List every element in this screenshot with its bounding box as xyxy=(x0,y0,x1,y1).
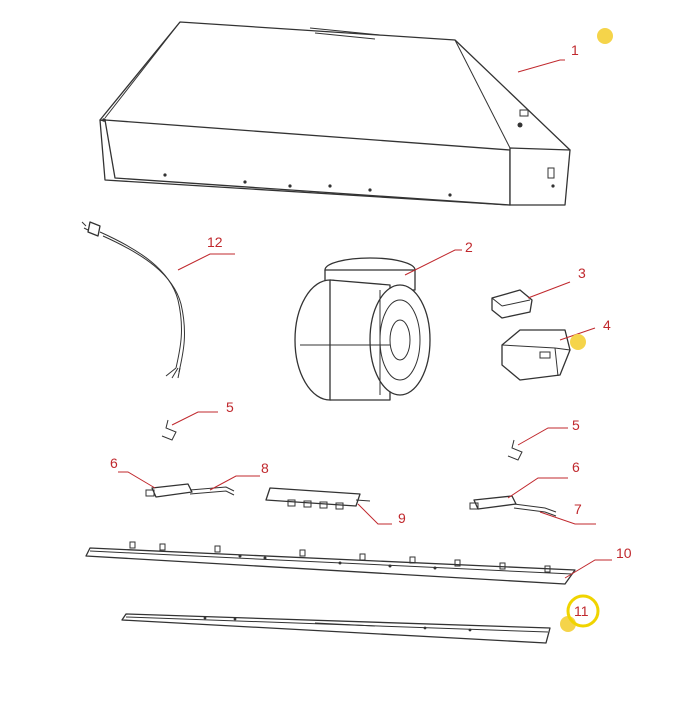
label-5-right: 5 xyxy=(572,417,580,433)
part-8-lamp-wire[interactable] xyxy=(189,486,235,496)
part-10-bottom-panel[interactable] xyxy=(85,541,576,585)
label-11: 11 xyxy=(574,603,589,619)
label-9: 9 xyxy=(398,510,406,526)
leader-4 xyxy=(559,327,596,341)
label-5-left: 5 xyxy=(226,399,234,415)
part-2-blower-motor[interactable] xyxy=(294,257,431,401)
label-10: 10 xyxy=(616,545,632,561)
leader-5-left xyxy=(171,411,218,426)
part-4-control-box[interactable] xyxy=(501,329,571,381)
label-6-right: 6 xyxy=(572,459,580,475)
label-8: 8 xyxy=(261,460,269,476)
label-2: 2 xyxy=(465,239,473,255)
label-1: 1 xyxy=(571,42,579,58)
leader-6-right xyxy=(507,477,568,499)
part-11-trim-strip[interactable] xyxy=(121,613,551,644)
label-7: 7 xyxy=(574,501,582,517)
leader-10 xyxy=(564,559,612,579)
part-9-switch-module[interactable] xyxy=(265,487,371,510)
part-5-left-clip[interactable] xyxy=(161,419,177,441)
part-7-lamp-wire[interactable] xyxy=(513,503,557,517)
part-6-right-bracket[interactable] xyxy=(469,495,517,510)
part-1-hood-body[interactable] xyxy=(99,21,571,206)
label-4: 4 xyxy=(603,317,611,333)
leader-6-left xyxy=(118,471,156,489)
leader-3 xyxy=(527,281,571,299)
label-6-left: 6 xyxy=(110,455,118,471)
leader-9 xyxy=(357,503,392,525)
part-12-power-cord[interactable] xyxy=(81,221,185,379)
highlight-ring-11[interactable] xyxy=(566,594,600,628)
label-3: 3 xyxy=(578,265,586,281)
marker-1[interactable] xyxy=(597,28,613,44)
part-3-capacitor[interactable] xyxy=(491,289,533,319)
leader-5-right xyxy=(517,427,568,446)
part-5-right-clip[interactable] xyxy=(507,439,523,461)
label-12: 12 xyxy=(207,234,223,250)
part-6-left-bracket[interactable] xyxy=(145,483,193,498)
leader-7 xyxy=(539,511,596,525)
leader-12 xyxy=(177,253,235,271)
leader-8 xyxy=(209,475,260,491)
leader-2 xyxy=(404,249,462,276)
marker-4[interactable] xyxy=(570,334,586,350)
leader-1 xyxy=(517,59,565,73)
